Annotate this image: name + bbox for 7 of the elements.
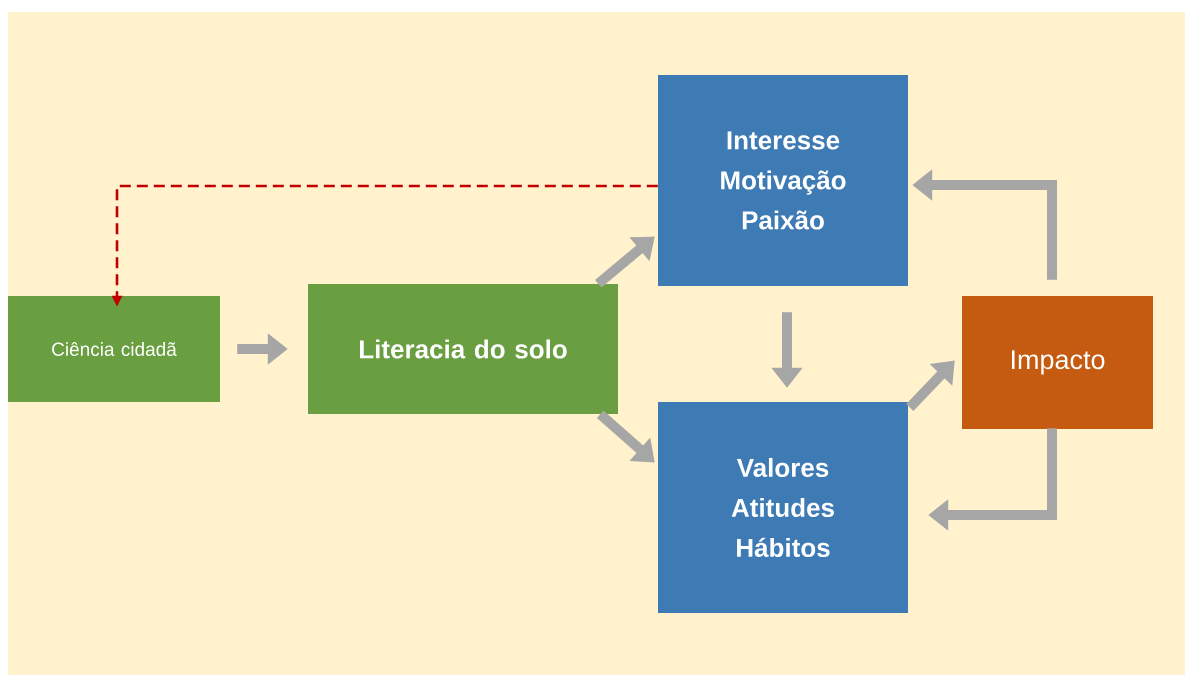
process-box: Impacto	[962, 296, 1153, 429]
arrow	[596, 410, 655, 463]
arrow	[595, 236, 655, 288]
process-box: Interesse Motivação Paixão	[658, 75, 908, 286]
process-box: Valores Atitudes Hábitos	[658, 402, 908, 613]
process-box: Ciência cidadã	[8, 296, 220, 402]
process-box: Literacia do solo	[308, 284, 618, 414]
